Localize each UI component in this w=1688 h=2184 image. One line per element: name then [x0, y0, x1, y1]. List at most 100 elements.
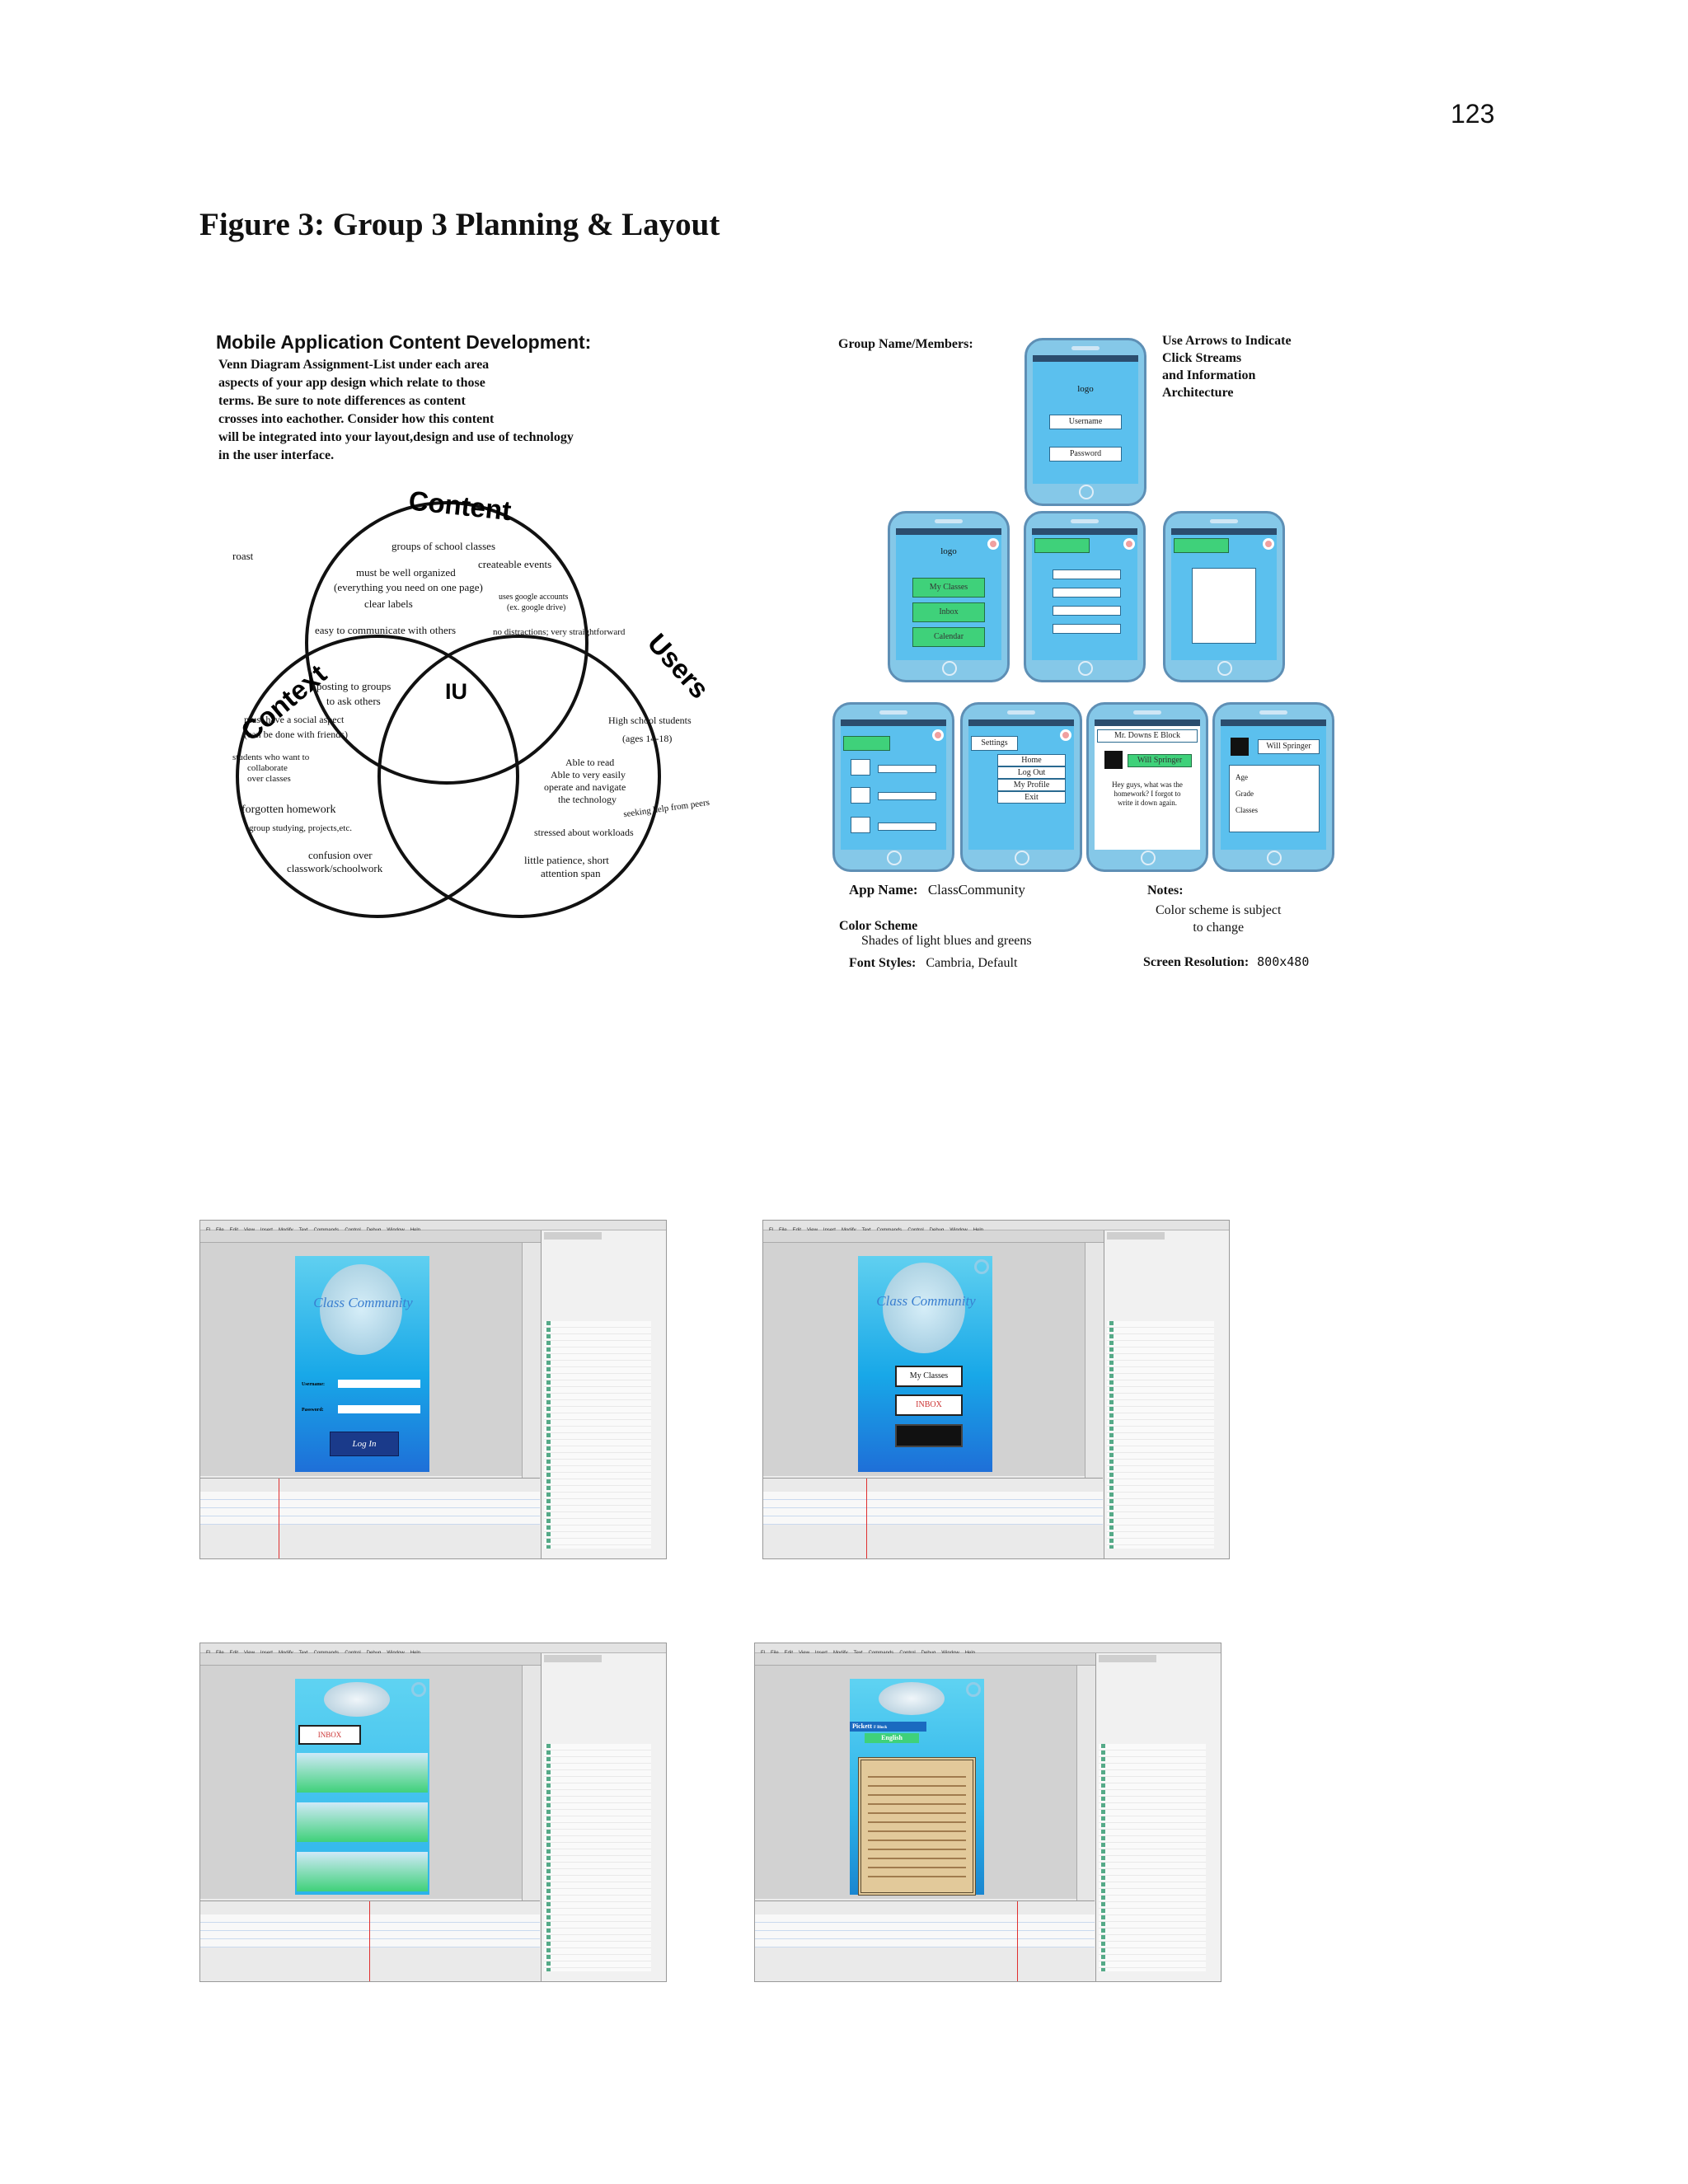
library-list[interactable]: [1099, 1744, 1206, 1971]
settings-gear-icon[interactable]: [966, 1682, 981, 1697]
arrows-note-line: and Information: [1162, 368, 1256, 382]
instruction-line: Venn Diagram Assignment-List under each …: [218, 358, 490, 372]
menu-calendar[interactable]: Calendar: [912, 627, 985, 647]
center-label: IU: [445, 679, 467, 704]
playhead[interactable]: [866, 1479, 867, 1558]
list-row[interactable]: [1053, 588, 1121, 598]
username-input[interactable]: [338, 1380, 420, 1388]
settings-gear-icon[interactable]: [932, 729, 944, 741]
thumb: [851, 817, 870, 833]
password-input[interactable]: [338, 1405, 420, 1413]
note: must have a social aspect: [244, 714, 345, 725]
phone-login: logo Username Password: [1025, 338, 1146, 506]
note: (ages 14-18): [622, 733, 673, 744]
menu-my-classes[interactable]: My Classes: [912, 578, 985, 598]
logo-paw-icon: [324, 1682, 390, 1717]
teacher-name: Pickett: [852, 1722, 872, 1730]
menu-bar: FlFileEditViewInsertModifyTextCommandsCo…: [200, 1221, 666, 1233]
screenshot-login: FlFileEditViewInsertModifyTextCommandsCo…: [199, 1220, 667, 1559]
note: uses google accounts: [499, 593, 569, 602]
screenshot-inbox: FlFileEditViewInsertModifyTextCommandsCo…: [199, 1643, 667, 1982]
message-item[interactable]: [297, 1802, 428, 1842]
post-card[interactable]: [858, 1757, 976, 1896]
list-row[interactable]: [1053, 606, 1121, 616]
stage-area: Class Community Username: Password: Log …: [200, 1243, 522, 1476]
settings-exit[interactable]: Exit: [997, 791, 1066, 804]
library-list[interactable]: [544, 1321, 651, 1549]
profile-details: [1229, 765, 1320, 832]
arrows-note-line: Click Streams: [1162, 351, 1242, 365]
note: little patience, short: [524, 854, 609, 866]
menu-bar: FlFileEditViewInsertModifyTextCommandsCo…: [200, 1643, 666, 1656]
settings-gear-icon[interactable]: [411, 1682, 426, 1697]
calendar-button[interactable]: [895, 1424, 963, 1447]
username-field[interactable]: Username: [1049, 415, 1122, 429]
note: (can be done with friends): [244, 729, 348, 740]
content-circle: [305, 501, 588, 785]
notes-value: Color scheme is subject to change: [1156, 902, 1281, 936]
library-list[interactable]: [544, 1744, 651, 1971]
app-title: Class Community: [313, 1295, 413, 1310]
phone-calendar: [1163, 511, 1285, 682]
timeline: [200, 1478, 540, 1558]
settings-profile[interactable]: My Profile: [997, 779, 1066, 791]
message-item[interactable]: [297, 1852, 428, 1891]
screenshot-home: FlFileEditViewInsertModifyTextCommandsCo…: [762, 1220, 1230, 1559]
logo-paw-icon: [320, 1264, 402, 1355]
app-name: App Name: ClassCommunity: [849, 882, 1025, 898]
header-bar: [1174, 538, 1229, 553]
instruction-line: aspects of your app design which relate …: [218, 376, 485, 390]
login-button[interactable]: Log In: [330, 1432, 399, 1456]
my-classes-button[interactable]: My Classes: [895, 1366, 963, 1387]
playhead[interactable]: [369, 1901, 370, 1981]
font-styles-value: Cambria, Default: [926, 956, 1018, 970]
tools-panel: [1076, 1666, 1095, 1905]
settings-logout[interactable]: Log Out: [997, 766, 1066, 779]
phone-settings: Settings Home Log Out My Profile Exit: [960, 702, 1082, 872]
settings-title: Settings: [971, 736, 1018, 751]
message-item[interactable]: [297, 1753, 428, 1793]
note: classwork/schoolwork: [287, 862, 383, 874]
inbox-button[interactable]: INBOX: [895, 1394, 963, 1416]
stage: INBOX: [295, 1679, 429, 1895]
settings-gear-icon[interactable]: [987, 538, 999, 550]
stage: Class Community My Classes INBOX: [858, 1256, 992, 1472]
list-row[interactable]: [878, 765, 936, 773]
note: (ex. google drive): [507, 603, 566, 612]
list-row[interactable]: [1053, 569, 1121, 579]
settings-home[interactable]: Home: [997, 754, 1066, 766]
color-scheme-label: Color Scheme: [839, 919, 918, 933]
figure-title: Figure 3: Group 3 Planning & Layout: [199, 207, 720, 242]
settings-gear-icon[interactable]: [974, 1259, 989, 1274]
inbox-header: INBOX: [298, 1725, 361, 1745]
thumb: [851, 759, 870, 776]
menu-inbox[interactable]: Inbox: [912, 602, 985, 622]
username-label: Username:: [302, 1382, 325, 1387]
profile-field: Classes: [1236, 806, 1258, 814]
menu-bar: FlFileEditViewInsertModifyTextCommandsCo…: [755, 1643, 1221, 1656]
notes-line: to change: [1193, 921, 1245, 935]
note: confusion over: [308, 849, 373, 861]
settings-gear-icon[interactable]: [1123, 538, 1135, 550]
calendar-box[interactable]: [1192, 568, 1256, 644]
note: (everything you need on one page): [334, 581, 483, 593]
class-teacher: Pickett F Block: [850, 1722, 926, 1732]
settings-gear-icon[interactable]: [1060, 729, 1071, 741]
settings-gear-icon[interactable]: [1263, 538, 1274, 550]
menu-bar: FlFileEditViewInsertModifyTextCommandsCo…: [763, 1221, 1229, 1233]
thumb: [851, 787, 870, 804]
list-row[interactable]: [1053, 624, 1121, 634]
list-row[interactable]: [878, 823, 936, 831]
password-field[interactable]: Password: [1049, 447, 1122, 462]
message-sender: Will Springer: [1128, 754, 1192, 767]
note: High school students: [608, 715, 692, 726]
notes-line: Color scheme is subject: [1156, 903, 1282, 917]
stage-area: Pickett F Block English: [755, 1666, 1076, 1899]
list-row[interactable]: [878, 792, 936, 800]
note: posting to groups: [316, 680, 392, 692]
post-text: [868, 1769, 966, 1884]
library-list[interactable]: [1107, 1321, 1214, 1549]
font-styles-label: Font Styles:: [849, 956, 917, 970]
playhead[interactable]: [1017, 1901, 1018, 1981]
note: clear labels: [364, 598, 413, 610]
